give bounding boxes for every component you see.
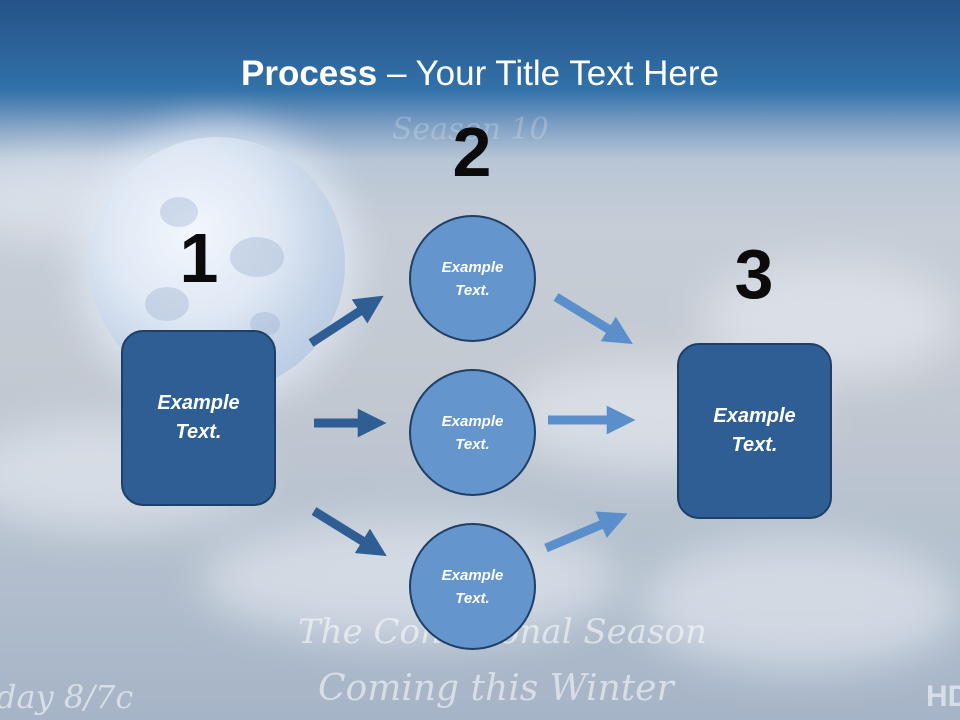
slide-title-rest: – Your Title Text Here [377,54,719,93]
step-number-2: 2 [452,113,492,191]
circle-top-text: Example Text. [441,258,504,299]
step-2-circle-bottom: Example Text. [409,523,536,650]
arrow-from-circle-3 [544,511,628,553]
slide-title: Process – Your Title Text Here [0,52,960,96]
step-2-circle-top: Example Text. [409,215,536,342]
moon-crater [160,197,198,227]
step-2-circle-middle: Example Text. [409,369,536,496]
step-3-box: Example Text. [677,343,832,519]
step-1-box: Example Text. [121,330,276,506]
circle-middle-text: Example Text. [441,412,504,453]
circle-bottom-text: Example Text. [441,566,504,607]
arrow-to-circle-1 [308,295,384,347]
background-hd-text: HD [926,680,960,713]
cloud-shape [640,540,960,670]
step-number-1: 1 [179,219,219,297]
step-number-3: 3 [734,235,774,313]
step-1-box-text: Example Text. [157,392,240,443]
step-3-box-text: Example Text. [713,405,796,456]
moon-crater [145,287,189,321]
slide-title-bold: Process [241,54,378,93]
background-tagline-line2: Coming this Winter [318,668,674,709]
background-season-text: Season 10 [392,112,549,147]
moon-crater [230,237,284,277]
background-airdate-text: day 8/7c [0,678,134,716]
arrow-from-circle-1 [553,293,633,345]
arrow-to-circle-3 [311,507,387,557]
